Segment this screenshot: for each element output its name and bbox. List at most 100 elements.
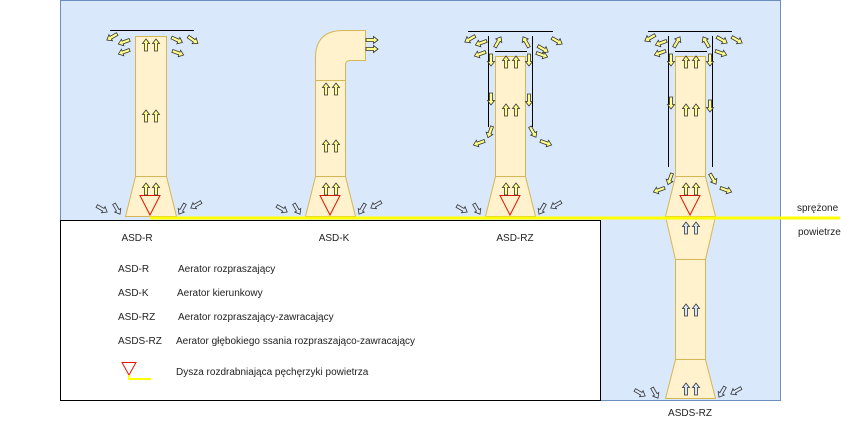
up-arrow-icon: [681, 221, 691, 235]
outflow-arrow-icon: [117, 38, 131, 47]
flow-arrows: [95, 32, 743, 399]
inflow-arrow-icon: [537, 202, 547, 215]
up-arrow-icon: [511, 103, 521, 117]
flow-arrow-icon: [521, 36, 531, 49]
label-asd-r: ASD-R: [121, 233, 152, 244]
up-arrow-icon: [691, 55, 701, 69]
inflow-arrow-icon: [633, 388, 646, 398]
nozzle-icon: [139, 195, 161, 217]
aerator-asds-rz: [648, 31, 732, 399]
legend-code: ASD-R: [118, 264, 149, 275]
flow-arrow-icon: [672, 36, 682, 49]
up-arrow-icon: [681, 55, 691, 69]
legend-nozzle-icon: [121, 362, 137, 377]
up-arrow-icon: [331, 139, 341, 153]
flow-arrow-icon: [472, 139, 486, 148]
flow-arrow-icon: [652, 186, 666, 195]
legend-code: ASD-K: [118, 288, 149, 299]
elbow-outlet: [315, 30, 366, 81]
flow-arrow-icon: [666, 96, 676, 110]
up-arrow-icon: [501, 103, 511, 117]
compressed-air-label-2: powietrze: [798, 227, 841, 238]
flow-arrow-icon: [705, 99, 715, 113]
flow-arrow-icon: [536, 44, 549, 54]
nozzle-icon: [679, 195, 701, 217]
compressed-air-label-1: sprężone: [797, 203, 839, 214]
up-arrow-icon: [681, 382, 691, 396]
up-arrow-icon: [681, 303, 691, 317]
up-arrow-icon: [511, 182, 521, 196]
flow-arrow-icon: [705, 53, 715, 67]
inflow-arrow-icon: [717, 385, 727, 398]
nozzle-icon: [499, 195, 521, 217]
flow-arrow-icon: [701, 36, 711, 49]
up-arrow-icon: [681, 182, 691, 196]
flow-arrow-icon: [493, 36, 503, 49]
label-asds-rz: ASDS-RZ: [668, 408, 712, 419]
inflow-arrow-icon: [455, 204, 468, 214]
flow-arrow-icon: [528, 125, 538, 138]
inflow-arrow-icon: [550, 200, 563, 210]
flow-arrow-icon: [714, 49, 728, 58]
outflow-arrow-icon: [171, 49, 185, 58]
nozzle-icon: [319, 195, 341, 217]
inflow-arrow-icon: [112, 202, 122, 215]
flow-arrow-icon: [715, 35, 728, 45]
aerator-column: [135, 36, 167, 177]
up-arrow-icon: [501, 55, 511, 69]
flow-arrow-icon: [665, 172, 674, 186]
flow-arrow-icon: [486, 92, 496, 106]
legend-description: Aerator rozpraszający-zawracający: [178, 312, 334, 323]
legend-code: ASD-RZ: [118, 312, 155, 323]
outflow-arrow-icon: [365, 44, 379, 54]
up-arrow-icon: [501, 182, 511, 196]
flow-arrow-icon: [485, 125, 494, 139]
label-asd-rz: ASD-RZ: [496, 233, 533, 244]
aerator-asd-rz: [468, 31, 553, 217]
up-arrow-icon: [691, 303, 701, 317]
aerator-column: [495, 56, 526, 177]
suction-inlet: [664, 359, 717, 399]
outflow-arrow-icon: [186, 34, 199, 45]
flow-arrow-icon: [666, 53, 676, 67]
aerator-column: [675, 56, 706, 177]
up-arrow-icon: [331, 82, 341, 96]
up-arrow-icon: [321, 139, 331, 153]
flow-arrow-icon: [535, 51, 549, 60]
up-arrow-icon: [141, 109, 151, 123]
flow-arrow-icon: [464, 34, 477, 44]
legend-nozzle-description: Dysza rozdrabniająca pęchęrzyki powietrz…: [176, 367, 369, 378]
outflow-arrow-icon: [365, 35, 379, 45]
legend-air-line-icon: [128, 375, 151, 380]
legend-code: ASDS-RZ: [118, 336, 162, 347]
legend-description: Aerator kierunkowy: [177, 288, 263, 299]
flow-arrow-icon: [524, 53, 534, 67]
up-arrow-icon: [681, 103, 691, 117]
outflow-arrow-icon: [106, 32, 119, 42]
up-arrow-icon: [691, 103, 701, 117]
inflow-arrow-icon: [190, 200, 203, 210]
up-arrow-icon: [691, 221, 701, 235]
flow-arrow-icon: [486, 53, 496, 67]
up-arrow-icon: [691, 382, 701, 396]
up-arrow-icon: [691, 182, 701, 196]
inflow-arrow-icon: [357, 202, 367, 215]
outflow-arrow-icon: [117, 48, 131, 57]
up-arrow-icon: [141, 182, 151, 196]
up-arrow-icon: [331, 182, 341, 196]
legend-box: [60, 220, 601, 401]
up-arrow-icon: [321, 82, 331, 96]
suction-pipe: [675, 259, 706, 360]
flow-arrow-icon: [473, 50, 487, 59]
flow-arrow-icon: [653, 49, 667, 58]
inflow-arrow-icon: [95, 204, 108, 214]
flow-arrow-icon: [719, 186, 733, 195]
flow-arrow-icon: [524, 93, 534, 107]
inflow-arrow-icon: [650, 386, 660, 399]
flow-arrow-icon: [550, 36, 563, 46]
aerator-column: [315, 80, 346, 177]
aerator-asd-r: [110, 30, 194, 217]
flow-arrow-icon: [708, 172, 718, 185]
inflow-arrow-icon: [292, 202, 302, 215]
